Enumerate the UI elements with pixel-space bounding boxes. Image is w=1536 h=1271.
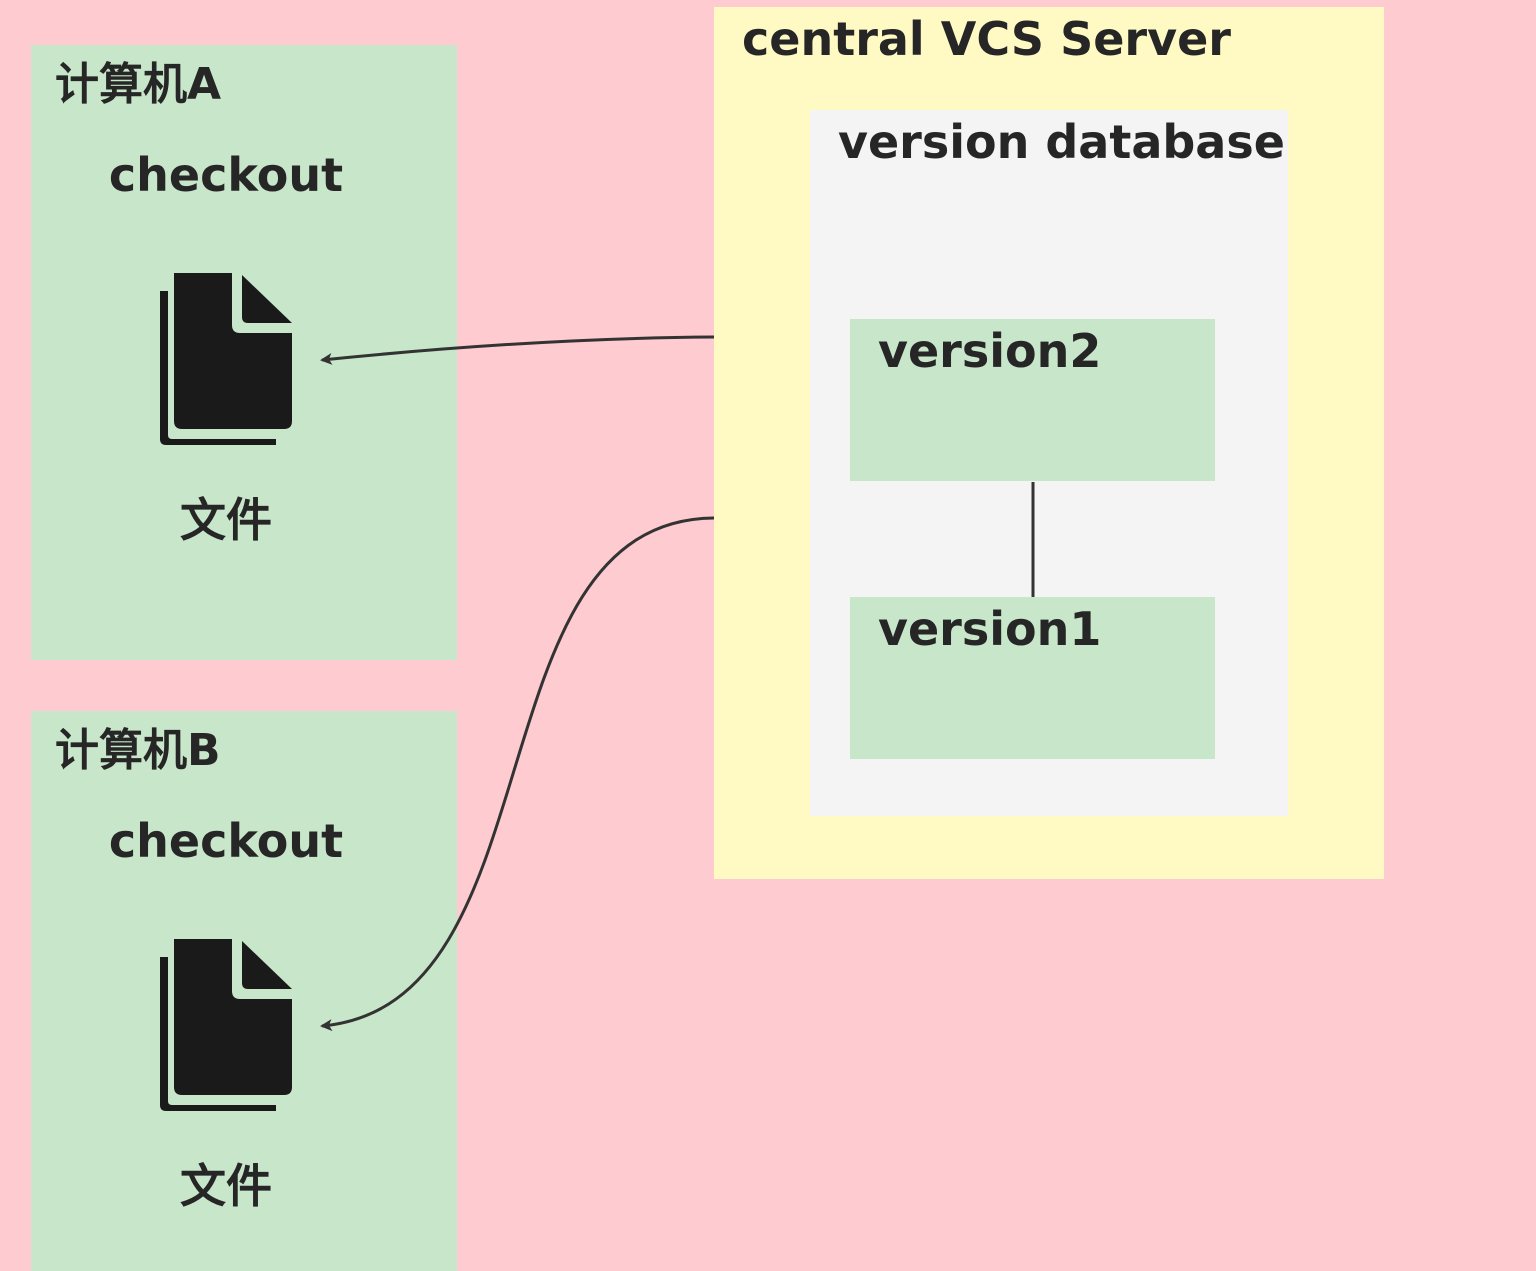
file-icon [160, 939, 292, 1111]
server-title: central VCS Server [742, 12, 1231, 66]
database-title: version database [838, 115, 1285, 169]
version1-label: version1 [878, 602, 1102, 656]
computer-a-checkout-label: checkout [108, 148, 344, 202]
computer-a-panel: 计算机A checkout 文件 [31, 45, 457, 660]
computer-b-file-label: 文件 [180, 1159, 272, 1213]
version-database-panel: version database version2 version1 [810, 110, 1288, 816]
version2-label: version2 [878, 324, 1102, 378]
computer-b-title: 计算机B [55, 725, 221, 776]
computer-a-title: 计算机A [55, 59, 222, 110]
computer-b-panel: 计算机B checkout 文件 [31, 711, 457, 1271]
computer-a-file-label: 文件 [180, 493, 272, 547]
computer-b-checkout-label: checkout [108, 814, 344, 868]
version2-box: version2 [850, 319, 1215, 481]
version1-box: version1 [850, 597, 1215, 759]
file-icon [160, 273, 292, 445]
central-server-panel: central VCS Server version database vers… [714, 7, 1384, 879]
